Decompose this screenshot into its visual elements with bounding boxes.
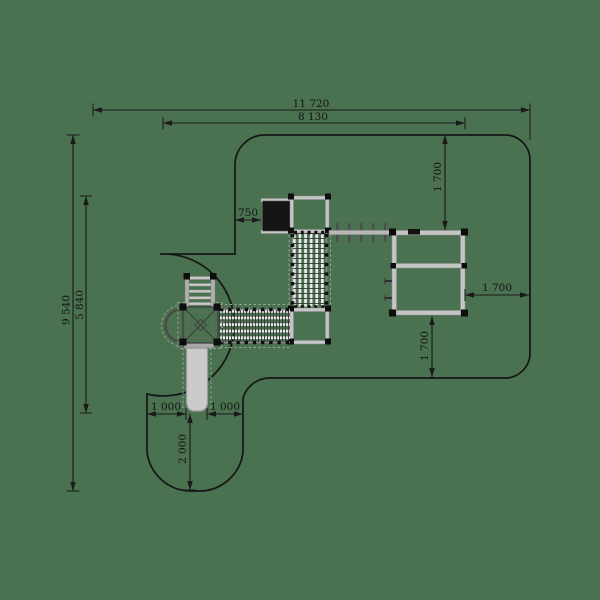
monkey-bars: [328, 223, 393, 242]
horizontal-net-bridge: [219, 304, 290, 348]
safety-zone-outline: [146, 134, 531, 492]
frame-right-bar: [460, 230, 466, 316]
dim-label-platform-offset: 750: [238, 207, 258, 219]
dim-equipment-height: 5 840: [74, 195, 92, 414]
top-platform-post: [325, 227, 331, 234]
dim-overall-height: 9 540: [61, 134, 80, 492]
slide-mount-bar: [183, 342, 215, 349]
ladder-post: [210, 273, 217, 280]
tower-deck-edge: [182, 306, 219, 344]
tower-with-pyramid-roof: [177, 302, 223, 349]
dim-label-equipment-height: 5 840: [74, 290, 86, 320]
arc-climber: [161, 304, 183, 347]
bottom-platform-bottom-bar: [289, 340, 330, 345]
tower-post: [213, 338, 221, 346]
bottom-platform-top-bar: [289, 307, 330, 312]
dim-label-slide-clearance-right: 1 000: [210, 401, 240, 413]
frame-post: [389, 228, 396, 236]
dim-clearance-right: 1 700: [464, 282, 529, 301]
dim-slide-runout: 2 000: [177, 414, 197, 491]
dim-equipment-width: 8 130: [162, 111, 466, 130]
ladder-post: [183, 273, 190, 280]
vertical-net-bridge: [288, 230, 331, 309]
ladder-rung: [188, 302, 212, 306]
black-platform: [260, 198, 293, 234]
equipment-group: [161, 193, 468, 412]
ladder-top-bar: [185, 276, 215, 280]
top-platform-post: [288, 227, 294, 234]
dim-platform-offset: 750: [235, 207, 261, 223]
dim-slide-clearance-left: 1 000: [147, 401, 187, 420]
top-platform-right-bar: [325, 195, 330, 234]
bottom-platform: [288, 305, 331, 345]
dim-label-overall-height: 9 540: [61, 295, 73, 325]
tower-post: [213, 303, 221, 311]
frame-left-bar: [391, 230, 397, 316]
frame-bottom-bar: [391, 310, 466, 316]
right-frame-unit: [384, 228, 468, 317]
tower-roof-overhang-dash: [177, 302, 223, 349]
dim-clearance-top-right: 1 700: [432, 134, 451, 230]
dim-label-clearance-top-right: 1 700: [432, 162, 444, 192]
access-ladder: [183, 273, 217, 308]
frame-divider-bar: [391, 263, 466, 269]
top-platform-top-bar: [289, 195, 330, 200]
dim-label-clearance-bottom-right: 1 700: [419, 331, 431, 361]
frame-top-bar: [391, 230, 466, 236]
frame-divider-post: [461, 263, 467, 269]
top-platform-left-bar: [289, 195, 294, 234]
top-platform-post: [288, 193, 294, 200]
dim-label-overall-width: 11 720: [293, 98, 330, 110]
bottom-platform-post: [288, 338, 294, 345]
black-platform-deck: [262, 200, 291, 232]
bottom-platform-post: [288, 305, 294, 312]
bottom-platform-post: [325, 338, 331, 345]
dim-slide-clearance-right: 1 000: [206, 401, 243, 420]
frame-post: [461, 228, 468, 236]
tower-inner-square: [187, 311, 214, 339]
bottom-platform-post: [325, 305, 331, 312]
dim-overall-width: 11 720: [92, 98, 531, 140]
arc-climber-rail: [164, 307, 183, 344]
tower-roof-diagonal: [183, 307, 218, 343]
dim-label-clearance-right: 1 700: [482, 282, 512, 294]
tower-roof-peak: [193, 318, 208, 332]
tower-post: [179, 303, 187, 311]
monkey-bar-rail: [328, 230, 393, 235]
ladder-rung: [188, 296, 212, 300]
ladder-rung: [188, 289, 212, 293]
dim-label-slide-runout: 2 000: [177, 434, 189, 464]
frame-divider-post: [390, 263, 396, 269]
ladder-rung: [188, 283, 212, 287]
tower-post: [179, 338, 187, 346]
frame-post: [461, 309, 468, 317]
dim-label-equipment-width: 8 130: [298, 111, 328, 123]
dim-label-slide-clearance-left: 1 000: [151, 401, 181, 413]
frame-attachment-block: [408, 229, 420, 235]
dimension-annotations: 11 720 8 130 9 540 5 840 750 1: [61, 98, 531, 492]
frame-post: [389, 309, 396, 317]
top-platform: [288, 193, 331, 234]
dim-clearance-bottom-right: 1 700: [419, 316, 435, 377]
top-platform-post: [325, 193, 331, 200]
slide-bed: [185, 344, 209, 412]
